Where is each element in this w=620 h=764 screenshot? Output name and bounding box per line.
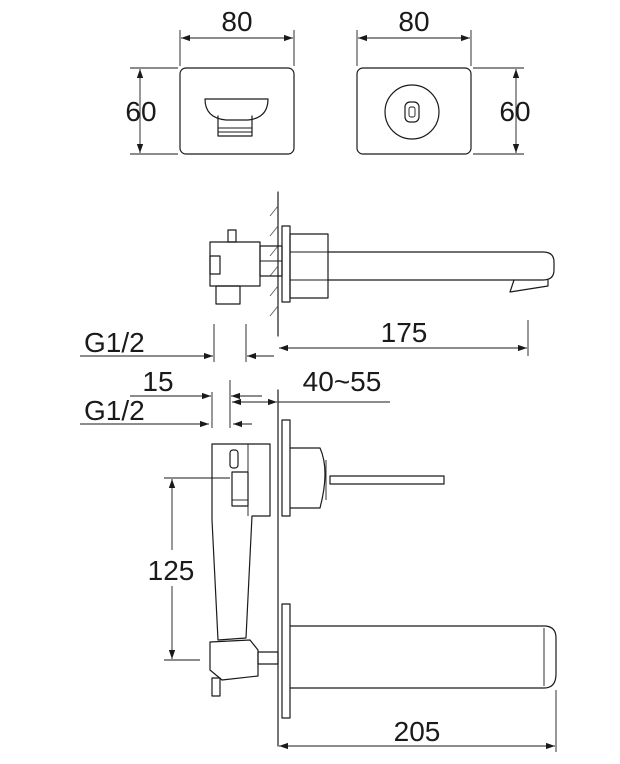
side-outlet-connector xyxy=(257,651,279,665)
dim-plate-width-left: 80 xyxy=(179,6,295,66)
dim-label-height: 125 xyxy=(148,555,195,586)
handle-rosette xyxy=(384,84,440,140)
dim-label-plate-width-right: 80 xyxy=(398,6,429,37)
side-valve-button xyxy=(229,449,239,469)
dim-label-offset: 15 xyxy=(142,366,173,397)
dim-label-spout-length: 175 xyxy=(381,317,428,348)
top-spout-base xyxy=(289,233,329,299)
handle-stem xyxy=(404,101,420,123)
dim-label-plate-height-left: 60 xyxy=(125,96,156,127)
handle-plate-front-view xyxy=(356,67,472,155)
dim-offset: 15 xyxy=(130,366,262,428)
dim-wall-depth: 40~55 xyxy=(232,366,390,406)
side-valve-body xyxy=(211,443,271,641)
top-spout-outlet xyxy=(509,279,549,293)
top-valve-cap xyxy=(209,255,221,275)
top-handle-stub xyxy=(227,229,237,243)
spout-outlet xyxy=(217,115,253,137)
dim-label-plate-height-right: 60 xyxy=(499,96,530,127)
side-view xyxy=(209,389,557,747)
side-spout-plate xyxy=(281,603,291,719)
top-spout xyxy=(327,251,555,281)
dim-plate-height-right: 60 xyxy=(473,67,531,155)
side-handle-lever xyxy=(329,475,445,485)
dim-label-wall-depth: 40~55 xyxy=(303,366,382,397)
dim-plate-height-left: 60 xyxy=(125,67,178,155)
spout-opening xyxy=(204,98,269,121)
side-handle-rosette xyxy=(289,447,326,509)
side-valve-cartridge xyxy=(231,471,249,507)
spout-plate-front-view xyxy=(179,67,295,155)
dim-spout-projection: 205 xyxy=(279,690,557,752)
dim-height: 125 xyxy=(140,477,230,661)
spout-plate-outline xyxy=(179,67,295,155)
dim-label-thread-upper: G1/2 xyxy=(84,327,145,358)
dim-label-plate-width-left: 80 xyxy=(221,6,252,37)
side-inlet-stub xyxy=(211,677,221,697)
dim-label-thread-lower: G1/2 xyxy=(84,395,145,426)
dim-label-spout-projection: 205 xyxy=(394,716,441,747)
dim-thread-lower: G1/2 xyxy=(80,395,252,428)
side-mixer-outlet xyxy=(209,639,259,681)
dim-plate-width-right: 80 xyxy=(356,6,472,66)
top-view xyxy=(209,191,555,337)
dim-spout-length: 175 xyxy=(279,317,529,356)
top-valve-body xyxy=(209,241,261,287)
side-handle-plate xyxy=(281,419,291,517)
top-valve-inlet xyxy=(215,285,241,305)
top-cover-plate xyxy=(281,225,291,303)
side-spout xyxy=(289,625,557,689)
handle-plate-outline xyxy=(356,67,472,155)
dim-thread-upper: G1/2 xyxy=(80,324,274,362)
